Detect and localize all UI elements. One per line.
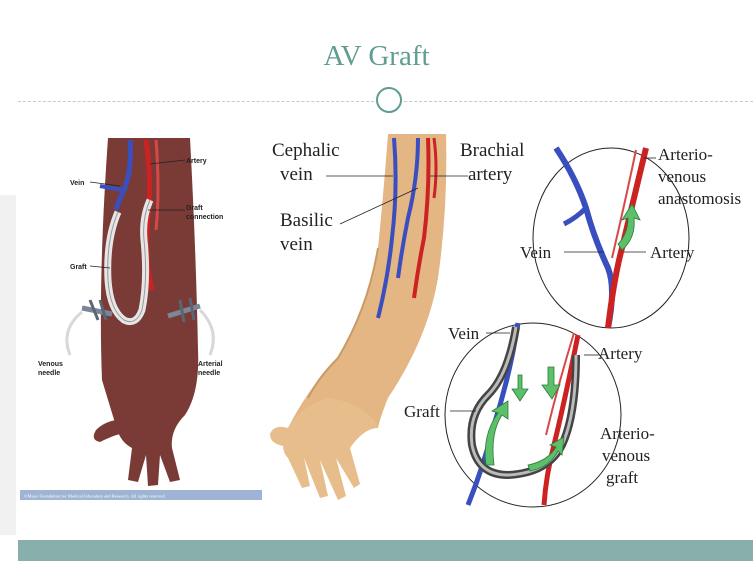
left-label-artery: Artery [186, 158, 207, 165]
label-basilic-1: Basilic [280, 210, 333, 231]
label-av-anastomosis-1: Arterio- [658, 145, 713, 164]
av-anastomosis-figure: Arterio- venous anastomosis Vein Artery [516, 138, 753, 333]
label-top-vein: Vein [520, 243, 552, 262]
left-label-arterial-needle-1: Arterial [198, 361, 223, 368]
left-label-vein: Vein [70, 180, 84, 187]
label-cephalic-1: Cephalic [272, 140, 340, 161]
label-av-anastomosis-3: anastomosis [658, 189, 741, 208]
label-top-artery: Artery [650, 243, 695, 262]
label-av-anastomosis-2: venous [658, 167, 706, 186]
footer-bar [18, 540, 753, 561]
label-bottom-artery: Artery [598, 344, 643, 363]
left-forearm-figure: Artery Vein Graft connection Graft Venou… [20, 130, 265, 505]
label-bottom-vein: Vein [448, 324, 480, 343]
label-avg-1: Arterio- [600, 424, 655, 443]
slide-title: AV Graft [0, 40, 753, 73]
left-label-venous-needle-1: Venous [38, 361, 63, 368]
label-avg-2: venous [602, 446, 650, 465]
label-cephalic-2: vein [280, 164, 313, 185]
label-avg-3: graft [606, 468, 638, 487]
label-basilic-2: vein [280, 234, 313, 255]
left-edge-strip [0, 195, 16, 535]
left-copyright-text: ©Mayo Foundation for Medical Education a… [24, 494, 166, 499]
left-label-arterial-needle-2: needle [198, 370, 220, 377]
av-graft-figure: Vein Artery Graft Arterio- venous graft [398, 315, 698, 515]
label-brachial-2: artery [468, 164, 513, 185]
title-divider-right [404, 101, 753, 102]
title-divider-left [18, 101, 374, 102]
left-label-graft-connection-2: connection [186, 214, 223, 221]
divider-ring-icon [376, 87, 402, 113]
left-label-graft: Graft [70, 264, 87, 271]
label-brachial-1: Brachial [460, 140, 524, 161]
label-bottom-graft: Graft [404, 402, 440, 421]
left-label-venous-needle-2: needle [38, 370, 60, 377]
left-label-graft-connection-1: Graft [186, 205, 203, 212]
